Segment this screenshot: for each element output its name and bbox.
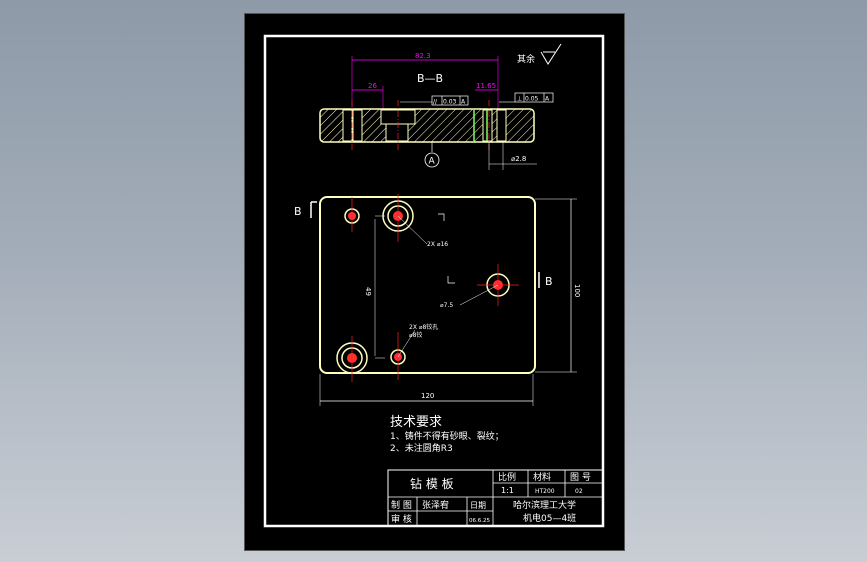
svg-text:0.05: 0.05 (525, 96, 539, 103)
svg-text:⊥: ⊥ (517, 96, 522, 103)
section-label: B—B (417, 72, 443, 85)
scale-value: 1:1 (501, 486, 514, 495)
plan-view: B B (294, 194, 581, 406)
section-body (319, 108, 535, 143)
height-dimension-text: 100 (573, 284, 581, 297)
callout-lower-1: 2X ⌀8铰孔 (409, 323, 438, 331)
overall-dimension-text: 82.3 (415, 52, 431, 60)
section-mark-right: B (545, 275, 553, 288)
svg-text://: // (433, 99, 438, 106)
notes-title: 技术要求 (390, 415, 442, 430)
tolerance-frame-right: ⊥ 0.05 A (499, 92, 554, 103)
drawn-by: 张泽宥 (422, 499, 449, 511)
drawn-label: 制 图 (391, 499, 412, 511)
roughness-check-icon (540, 43, 562, 65)
header-drawing-no: 图 号 (570, 472, 591, 483)
svg-text:A: A (461, 99, 466, 106)
notes-item-1: 1、铸件不得有砂眼、裂纹； (390, 430, 504, 442)
part-name: 钻 模 板 (410, 476, 454, 491)
section-mark-left: B (294, 205, 302, 218)
technical-notes: 技术要求 1、铸件不得有砂眼、裂纹； 2、未注圆角R3 (390, 415, 504, 454)
right-dimension-text: 11.65 (476, 82, 496, 90)
roughness-symbol: 其余 (517, 43, 562, 65)
tolerance-frame-left: // 0.03 A (400, 95, 469, 106)
checked-label: 审 核 (391, 513, 412, 525)
callout-middle: ⌀7.5 (440, 302, 453, 309)
date-value: 06.6.25 (469, 518, 490, 524)
roughness-label: 其余 (517, 53, 535, 65)
material-value: HT200 (535, 488, 555, 495)
title-block: 钻 模 板 比例 材料 图 号 1:1 HT200 02 制 图 张泽宥 日期 … (387, 469, 604, 527)
plate-outline (319, 196, 536, 374)
header-scale: 比例 (498, 471, 516, 483)
svg-text:0.03: 0.03 (443, 99, 457, 106)
hole-dimension-text: ⌀2.8 (511, 155, 526, 163)
left-dimension-text: 26 (368, 82, 377, 90)
callout-upper: 2X ⌀16 (427, 241, 448, 248)
drawing-no-value: 02 (575, 488, 583, 495)
svg-text:A: A (545, 96, 550, 103)
callout-lower-2: ⌀8铰 (409, 331, 422, 339)
datum-circle (424, 152, 440, 168)
class-name: 机电05—4班 (523, 512, 576, 524)
header-material: 材料 (533, 471, 551, 483)
notes-item-2: 2、未注圆角R3 (390, 442, 453, 454)
school-name: 哈尔滨理工大学 (513, 499, 576, 511)
inner-dimension-text: 49 (364, 287, 372, 296)
drawing-sheet: 其余 82.3 26 11.65 B—B // 0.03 A (244, 13, 625, 551)
datum-label: A (429, 157, 436, 167)
cad-drawing: 其余 82.3 26 11.65 B—B // 0.03 A (263, 34, 605, 528)
width-dimension-text: 120 (421, 392, 434, 400)
date-label: 日期 (470, 501, 486, 510)
section-view: 82.3 26 11.65 B—B // 0.03 A ⊥ 0.05 A (319, 52, 554, 170)
